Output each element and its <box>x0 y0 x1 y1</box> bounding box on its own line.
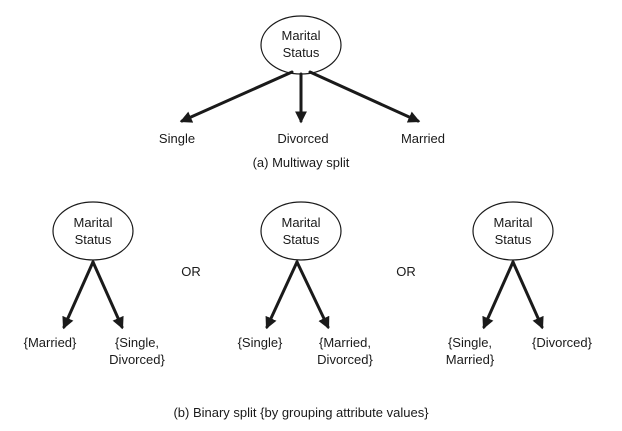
binary-tree-3-root-node <box>472 201 554 261</box>
binary-tree-3-edge-left <box>482 260 515 330</box>
binary-tree-2-root-line1: Marital <box>281 215 320 230</box>
binary-tree-2-left-line1: {Single} <box>238 335 283 350</box>
binary-tree-3-root-line1: Marital <box>493 215 532 230</box>
binary-tree-1-edge-right <box>91 260 124 330</box>
or-separator-2: OR <box>396 264 416 279</box>
binary-tree-3-left-line1: {Single, <box>448 335 492 350</box>
binary-split-tree-2: Marital Status {Single} {Married, Divorc… <box>238 201 373 367</box>
multiway-root-label-line1: Marital <box>281 28 320 43</box>
binary-tree-3-right-line1: {Divorced} <box>532 335 593 350</box>
binary-tree-2-right-line2: Divorced} <box>317 352 373 367</box>
binary-tree-2-edge-left <box>265 260 299 330</box>
multiway-edge-single <box>179 70 294 123</box>
or-separator-1: OR <box>181 264 201 279</box>
binary-tree-1-root-line1: Marital <box>73 215 112 230</box>
binary-tree-2-edge-right <box>295 260 330 330</box>
binary-split-tree-1: Marital Status {Married} {Single, Divorc… <box>24 201 165 367</box>
multiway-edge-married <box>308 70 421 123</box>
multiway-branch-divorced: Divorced <box>277 131 328 146</box>
binary-tree-1-root-line2: Status <box>75 232 112 247</box>
binary-tree-1-right-line1: {Single, <box>115 335 159 350</box>
binary-tree-2-right-line1: {Married, <box>319 335 371 350</box>
multiway-split-tree: Marital Status Single Divorced Married (… <box>159 15 445 170</box>
binary-tree-2-root-line2: Status <box>283 232 320 247</box>
multiway-branch-married: Married <box>401 131 445 146</box>
binary-tree-3-left-line2: Married} <box>446 352 495 367</box>
binary-tree-3-root-line2: Status <box>495 232 532 247</box>
binary-tree-3-edge-right <box>511 260 544 330</box>
multiway-caption: (a) Multiway split <box>253 155 350 170</box>
binary-caption: (b) Binary split {by grouping attribute … <box>173 405 429 420</box>
binary-tree-1-root-node <box>52 201 134 261</box>
binary-split-tree-3: Marital Status {Single, Married} {Divorc… <box>446 201 593 367</box>
binary-tree-1-left-line1: {Married} <box>24 335 77 350</box>
multiway-branch-single: Single <box>159 131 195 146</box>
multiway-root-label-line2: Status <box>283 45 320 60</box>
binary-tree-2-root-node <box>260 201 342 261</box>
binary-tree-1-edge-left <box>62 260 95 330</box>
binary-tree-1-right-line2: Divorced} <box>109 352 165 367</box>
